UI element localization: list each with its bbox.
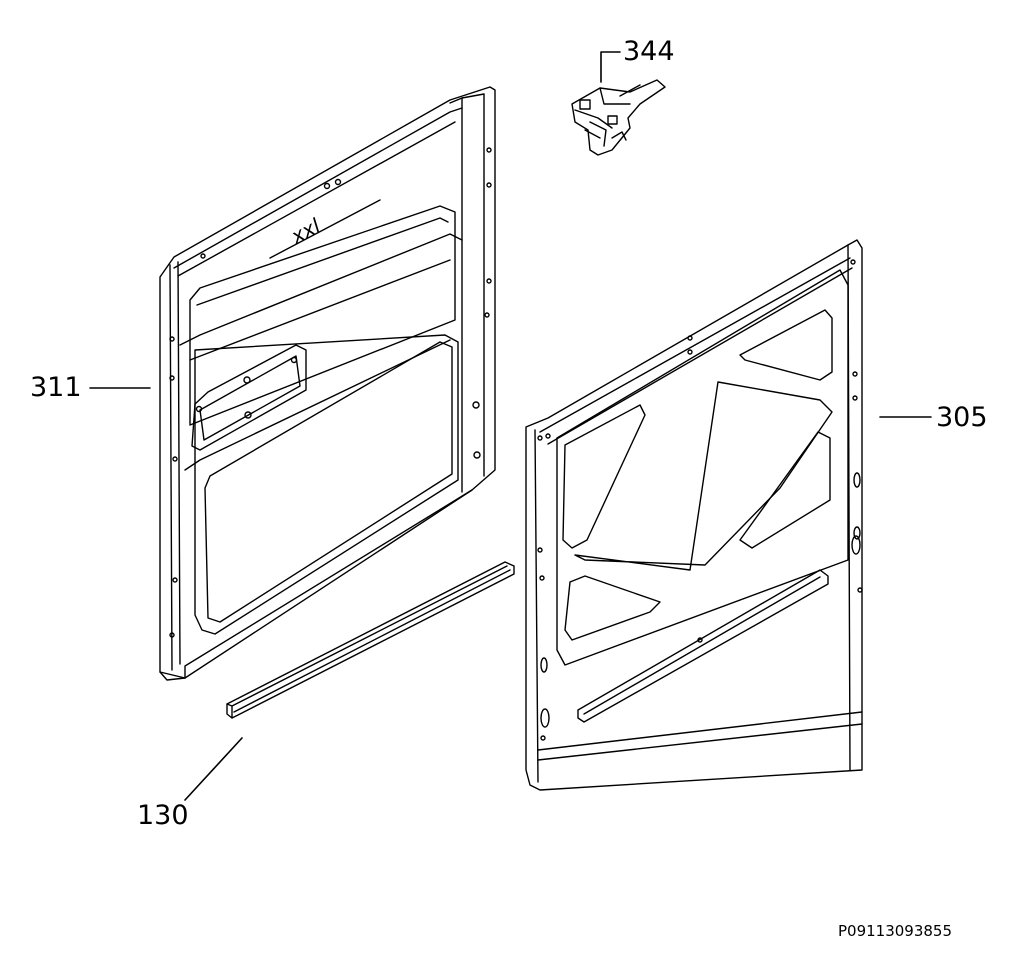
leader-line-344 xyxy=(600,51,621,83)
door-lock-part xyxy=(571,79,666,156)
bottom-door-strip-part xyxy=(226,561,515,719)
part-number-311: 311 xyxy=(30,372,82,403)
outer-door-panel-part xyxy=(525,239,863,791)
leader-line-130 xyxy=(184,737,243,801)
part-number-130: 130 xyxy=(137,800,189,831)
inner-door-panel-part xyxy=(159,86,496,681)
part-number-344: 344 xyxy=(623,36,675,67)
leader-lines xyxy=(89,51,932,801)
part-number-305: 305 xyxy=(936,402,988,433)
drawing-code: P09113093855 xyxy=(838,922,953,940)
